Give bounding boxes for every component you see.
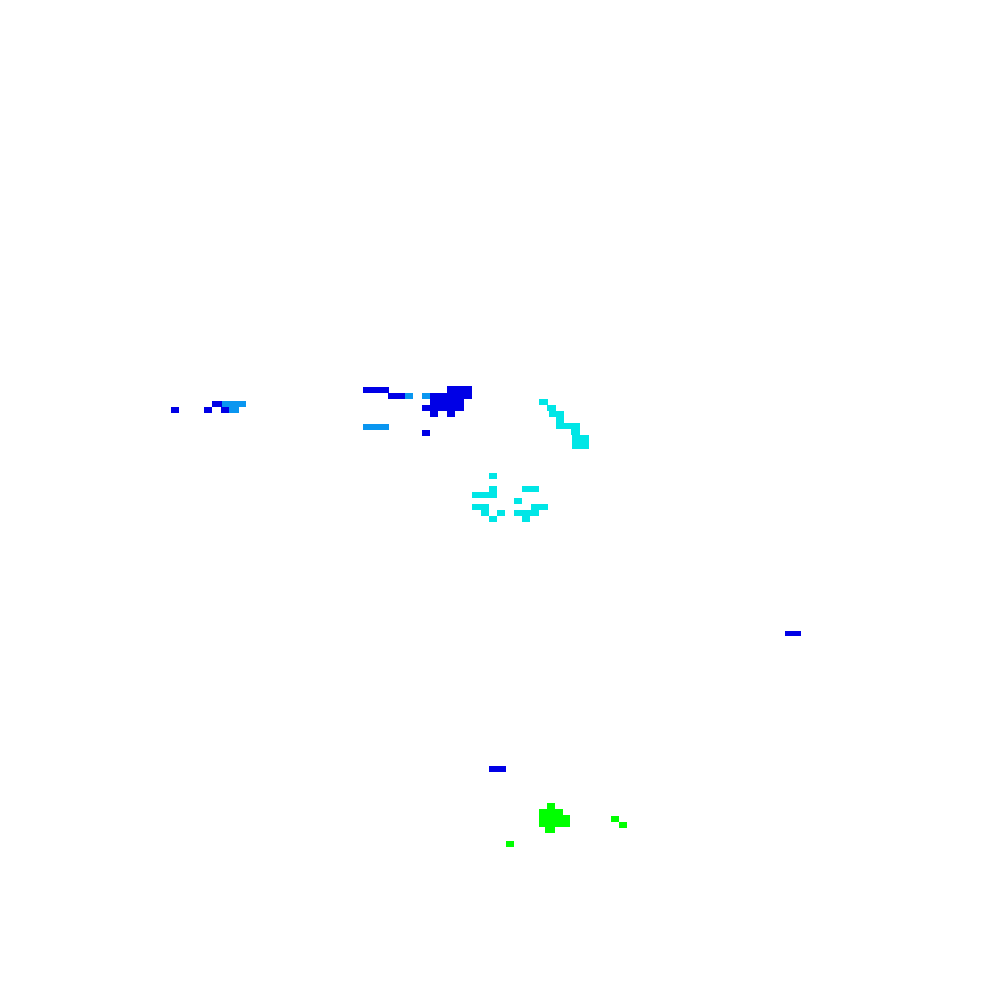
pixel-block: [522, 486, 539, 492]
pixel-block: [363, 424, 389, 430]
pixel-block: [430, 393, 472, 399]
pixel-block: [229, 407, 239, 413]
pixel-block: [430, 399, 464, 405]
pixel-block: [611, 816, 619, 822]
pixel-block: [572, 441, 589, 449]
cyan-diagonal-streak: [539, 399, 589, 449]
pixel-block: [545, 827, 555, 833]
pixel-block: [539, 821, 570, 827]
pixel-block: [539, 809, 563, 815]
pixel-block: [481, 510, 489, 516]
right-blue-dash: [785, 631, 801, 636]
pixel-block: [785, 631, 801, 636]
pixel-block: [556, 423, 580, 429]
pixel-block: [204, 407, 212, 413]
pixel-block: [539, 399, 548, 405]
pixel-block: [489, 473, 497, 479]
pixel-block: [549, 411, 564, 417]
pixel-block: [572, 435, 589, 441]
pixel-block: [430, 411, 438, 417]
cyan-scatter-group: [472, 473, 548, 522]
pixel-block: [363, 387, 389, 393]
pixel-block: [619, 822, 627, 828]
pixel-block: [472, 492, 497, 498]
pixel-block: [447, 411, 455, 417]
pixel-block: [556, 417, 564, 423]
pixel-block: [547, 803, 555, 809]
pixel-block: [171, 407, 179, 413]
pixel-block: [422, 393, 432, 399]
pixel-block: [489, 486, 497, 492]
pixel-block: [514, 498, 522, 504]
pixel-block: [472, 504, 489, 510]
pixel-block: [222, 401, 246, 407]
pixel-block: [221, 407, 229, 413]
pixel-block: [531, 504, 548, 510]
lower-blue-dash: [489, 766, 506, 772]
pixel-block: [514, 510, 539, 516]
pixel-block: [212, 401, 222, 407]
pixel-block: [388, 393, 406, 399]
far-left-blue-fragments: [171, 401, 246, 413]
pixel-block: [571, 429, 580, 435]
upper-center-blue-blob: [363, 386, 472, 436]
pixel-block: [539, 815, 570, 821]
pixel-block: [522, 516, 530, 522]
pixel-block: [447, 386, 472, 394]
pixel-block: [422, 405, 464, 411]
green-blob: [506, 803, 627, 847]
pixel-block: [489, 516, 497, 522]
pixel-block: [489, 766, 506, 772]
pixel-block: [547, 405, 556, 411]
pixel-block: [497, 510, 505, 516]
pixel-block: [422, 430, 430, 436]
pixel-block: [506, 841, 514, 847]
pixel-block: [405, 393, 413, 399]
